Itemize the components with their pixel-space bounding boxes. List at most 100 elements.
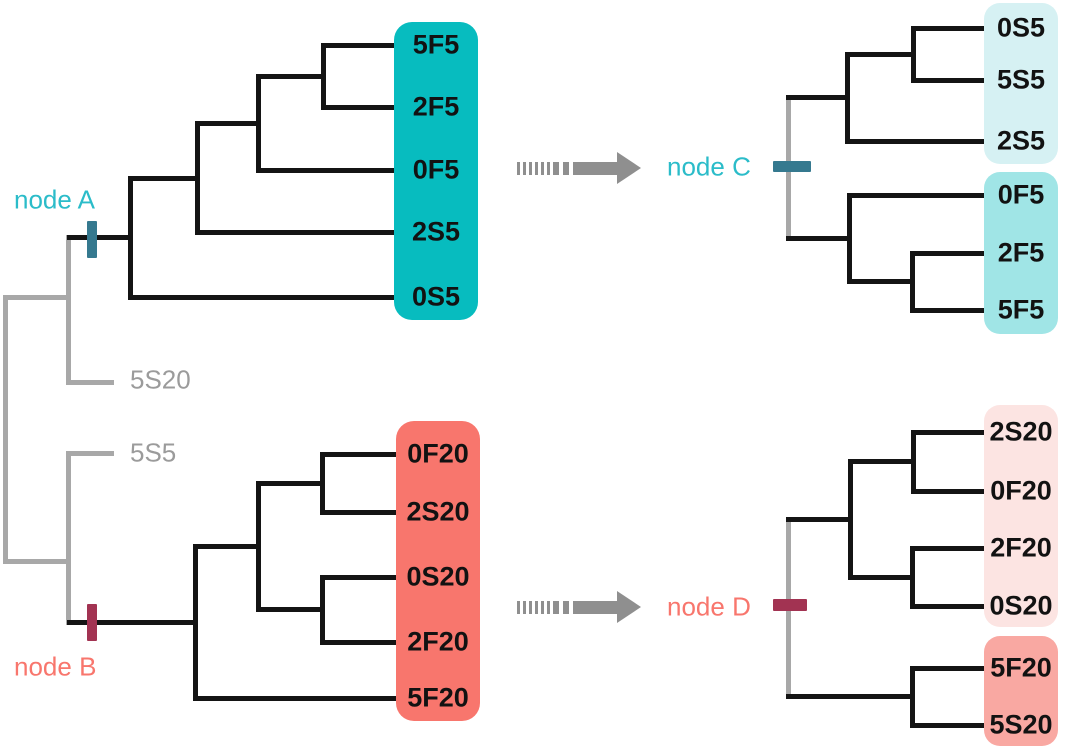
- clade-a-root-branch: [67, 235, 130, 240]
- transform-arrow-icon: [517, 591, 641, 623]
- clade-b-branch: [256, 607, 322, 612]
- tree-c-branch: [786, 236, 849, 241]
- clade-a-leaf-branch: [321, 105, 401, 110]
- clade-b-leaf-branch: [320, 575, 401, 580]
- clade-b-branch: [320, 452, 325, 515]
- arrow-dashed-tail: [517, 600, 553, 614]
- clade-a-leaf-branch: [256, 168, 401, 173]
- leaf-label: 5F20: [990, 652, 1052, 683]
- tree-d-leaf-branch: [910, 666, 990, 671]
- leaf-label: 0F20: [990, 475, 1052, 506]
- leaf-label: 5F5: [412, 29, 460, 60]
- clade-a-branch: [321, 43, 326, 110]
- tree-d-upper-highlight-box: 2S20 0F20 2F20 0S20: [984, 405, 1058, 627]
- tree-c-leaf-branch: [847, 193, 990, 198]
- gray-branch: [3, 295, 68, 300]
- arrow-head: [617, 152, 641, 184]
- tree-d-branch: [786, 517, 850, 522]
- node-b-label: node B: [14, 651, 97, 682]
- clade-a-branch: [128, 176, 199, 181]
- gray-branch: [3, 559, 68, 564]
- arrow-dashed-tail: [553, 600, 577, 614]
- leaf-label: 5S5: [996, 64, 1046, 95]
- node-d-tick-mark: [773, 599, 807, 611]
- gray-branch: [66, 235, 71, 385]
- clade-a-branch: [195, 121, 200, 235]
- arrow-dashed-tail: [553, 161, 577, 175]
- tree-c-branch: [845, 52, 913, 57]
- clade-b-leaf-branch: [320, 510, 401, 515]
- tree-c-leaf-branch: [911, 26, 990, 31]
- tree-c-upper-highlight-box: 0S5 5S5 2S5: [984, 3, 1058, 164]
- tree-d-leaf-branch: [911, 430, 990, 435]
- leaf-label: 0S20: [989, 590, 1053, 621]
- node-b-tick-mark: [87, 604, 97, 641]
- arrow-dashed-tail: [517, 161, 553, 175]
- leaf-label: 0F20: [407, 438, 469, 469]
- clade-a-leaf-branch: [128, 295, 401, 300]
- tree-c-lower-highlight-box: 0F5 2F5 5F5: [984, 172, 1058, 334]
- tree-c-branch: [911, 26, 916, 83]
- tree-d-leaf-branch: [910, 546, 990, 551]
- clade-a-leaf-branch: [195, 230, 401, 235]
- leaf-label: 0S5: [411, 281, 461, 312]
- clade-b-leaf-branch: [193, 696, 401, 701]
- node-a-tick-mark: [87, 221, 97, 258]
- clade-a-branch: [195, 121, 260, 126]
- arrow-shaft: [577, 600, 617, 614]
- tree-c-leaf-branch: [845, 139, 990, 144]
- tree-d-branch: [848, 575, 912, 580]
- tree-d-leaf-branch: [911, 489, 990, 494]
- clade-b-leaf-branch: [320, 640, 401, 645]
- clade-b-highlight-box: 0F20 2S20 0S20 2F20 5F20: [396, 421, 480, 721]
- leaf-label: 0S20: [406, 561, 470, 592]
- clade-a-leaf-branch: [321, 43, 401, 48]
- leaf-label: 5F20: [407, 682, 469, 713]
- leaf-label: 2S20: [989, 416, 1053, 447]
- outgroup-label-5s20: 5S20: [130, 364, 191, 395]
- leaf-label: 2F20: [990, 532, 1052, 563]
- leaf-label: 0S5: [996, 12, 1046, 43]
- tree-d-leaf-branch: [910, 723, 990, 728]
- tree-c-branch: [786, 95, 847, 100]
- tree-c-leaf-branch: [911, 78, 990, 83]
- gray-branch: [66, 451, 71, 625]
- tree-c-leaf-branch: [910, 308, 990, 313]
- node-a-label: node A: [14, 184, 95, 215]
- gray-branch-5s20: [66, 380, 114, 385]
- leaf-label: 0F5: [412, 154, 460, 185]
- tree-c-branch: [845, 52, 850, 144]
- leaf-label: 2F20: [407, 626, 469, 657]
- tree-d-branch: [848, 459, 853, 580]
- clade-a-branch: [128, 176, 133, 300]
- tree-c-leaf-branch: [910, 251, 990, 256]
- node-c-tick-mark: [773, 161, 811, 172]
- leaf-label: 2S5: [996, 125, 1046, 156]
- clade-a-highlight-box: 5F5 2F5 0F5 2S5 0S5: [394, 22, 478, 320]
- clade-a-branch: [256, 74, 325, 79]
- leaf-label: 0F5: [997, 179, 1045, 210]
- leaf-label: 5F5: [997, 294, 1045, 325]
- clade-a-branch: [256, 74, 261, 173]
- arrow-head: [617, 591, 641, 623]
- tree-c-branch: [847, 279, 912, 284]
- tree-d-branch: [911, 430, 916, 494]
- leaf-label: 2F5: [997, 237, 1045, 268]
- arrow-shaft: [577, 161, 617, 175]
- clade-b-branch: [256, 481, 322, 486]
- tree-d-branch: [848, 459, 913, 464]
- leaf-label: 2F5: [412, 91, 460, 122]
- tree-d-lower-highlight-box: 5F20 5S20: [984, 636, 1058, 746]
- tree-c-branch: [847, 193, 852, 284]
- outgroup-label-5s5: 5S5: [130, 437, 177, 468]
- clade-b-leaf-branch: [320, 452, 401, 457]
- gray-branch-5s5: [66, 451, 114, 456]
- tree-d-branch: [786, 694, 914, 699]
- tree-d-branch: [910, 666, 915, 728]
- node-c-label: node C: [667, 151, 751, 182]
- leaf-label: 5S20: [989, 709, 1053, 740]
- clade-b-branch: [193, 544, 198, 701]
- node-d-label: node D: [667, 591, 751, 622]
- tree-d-leaf-branch: [910, 604, 990, 609]
